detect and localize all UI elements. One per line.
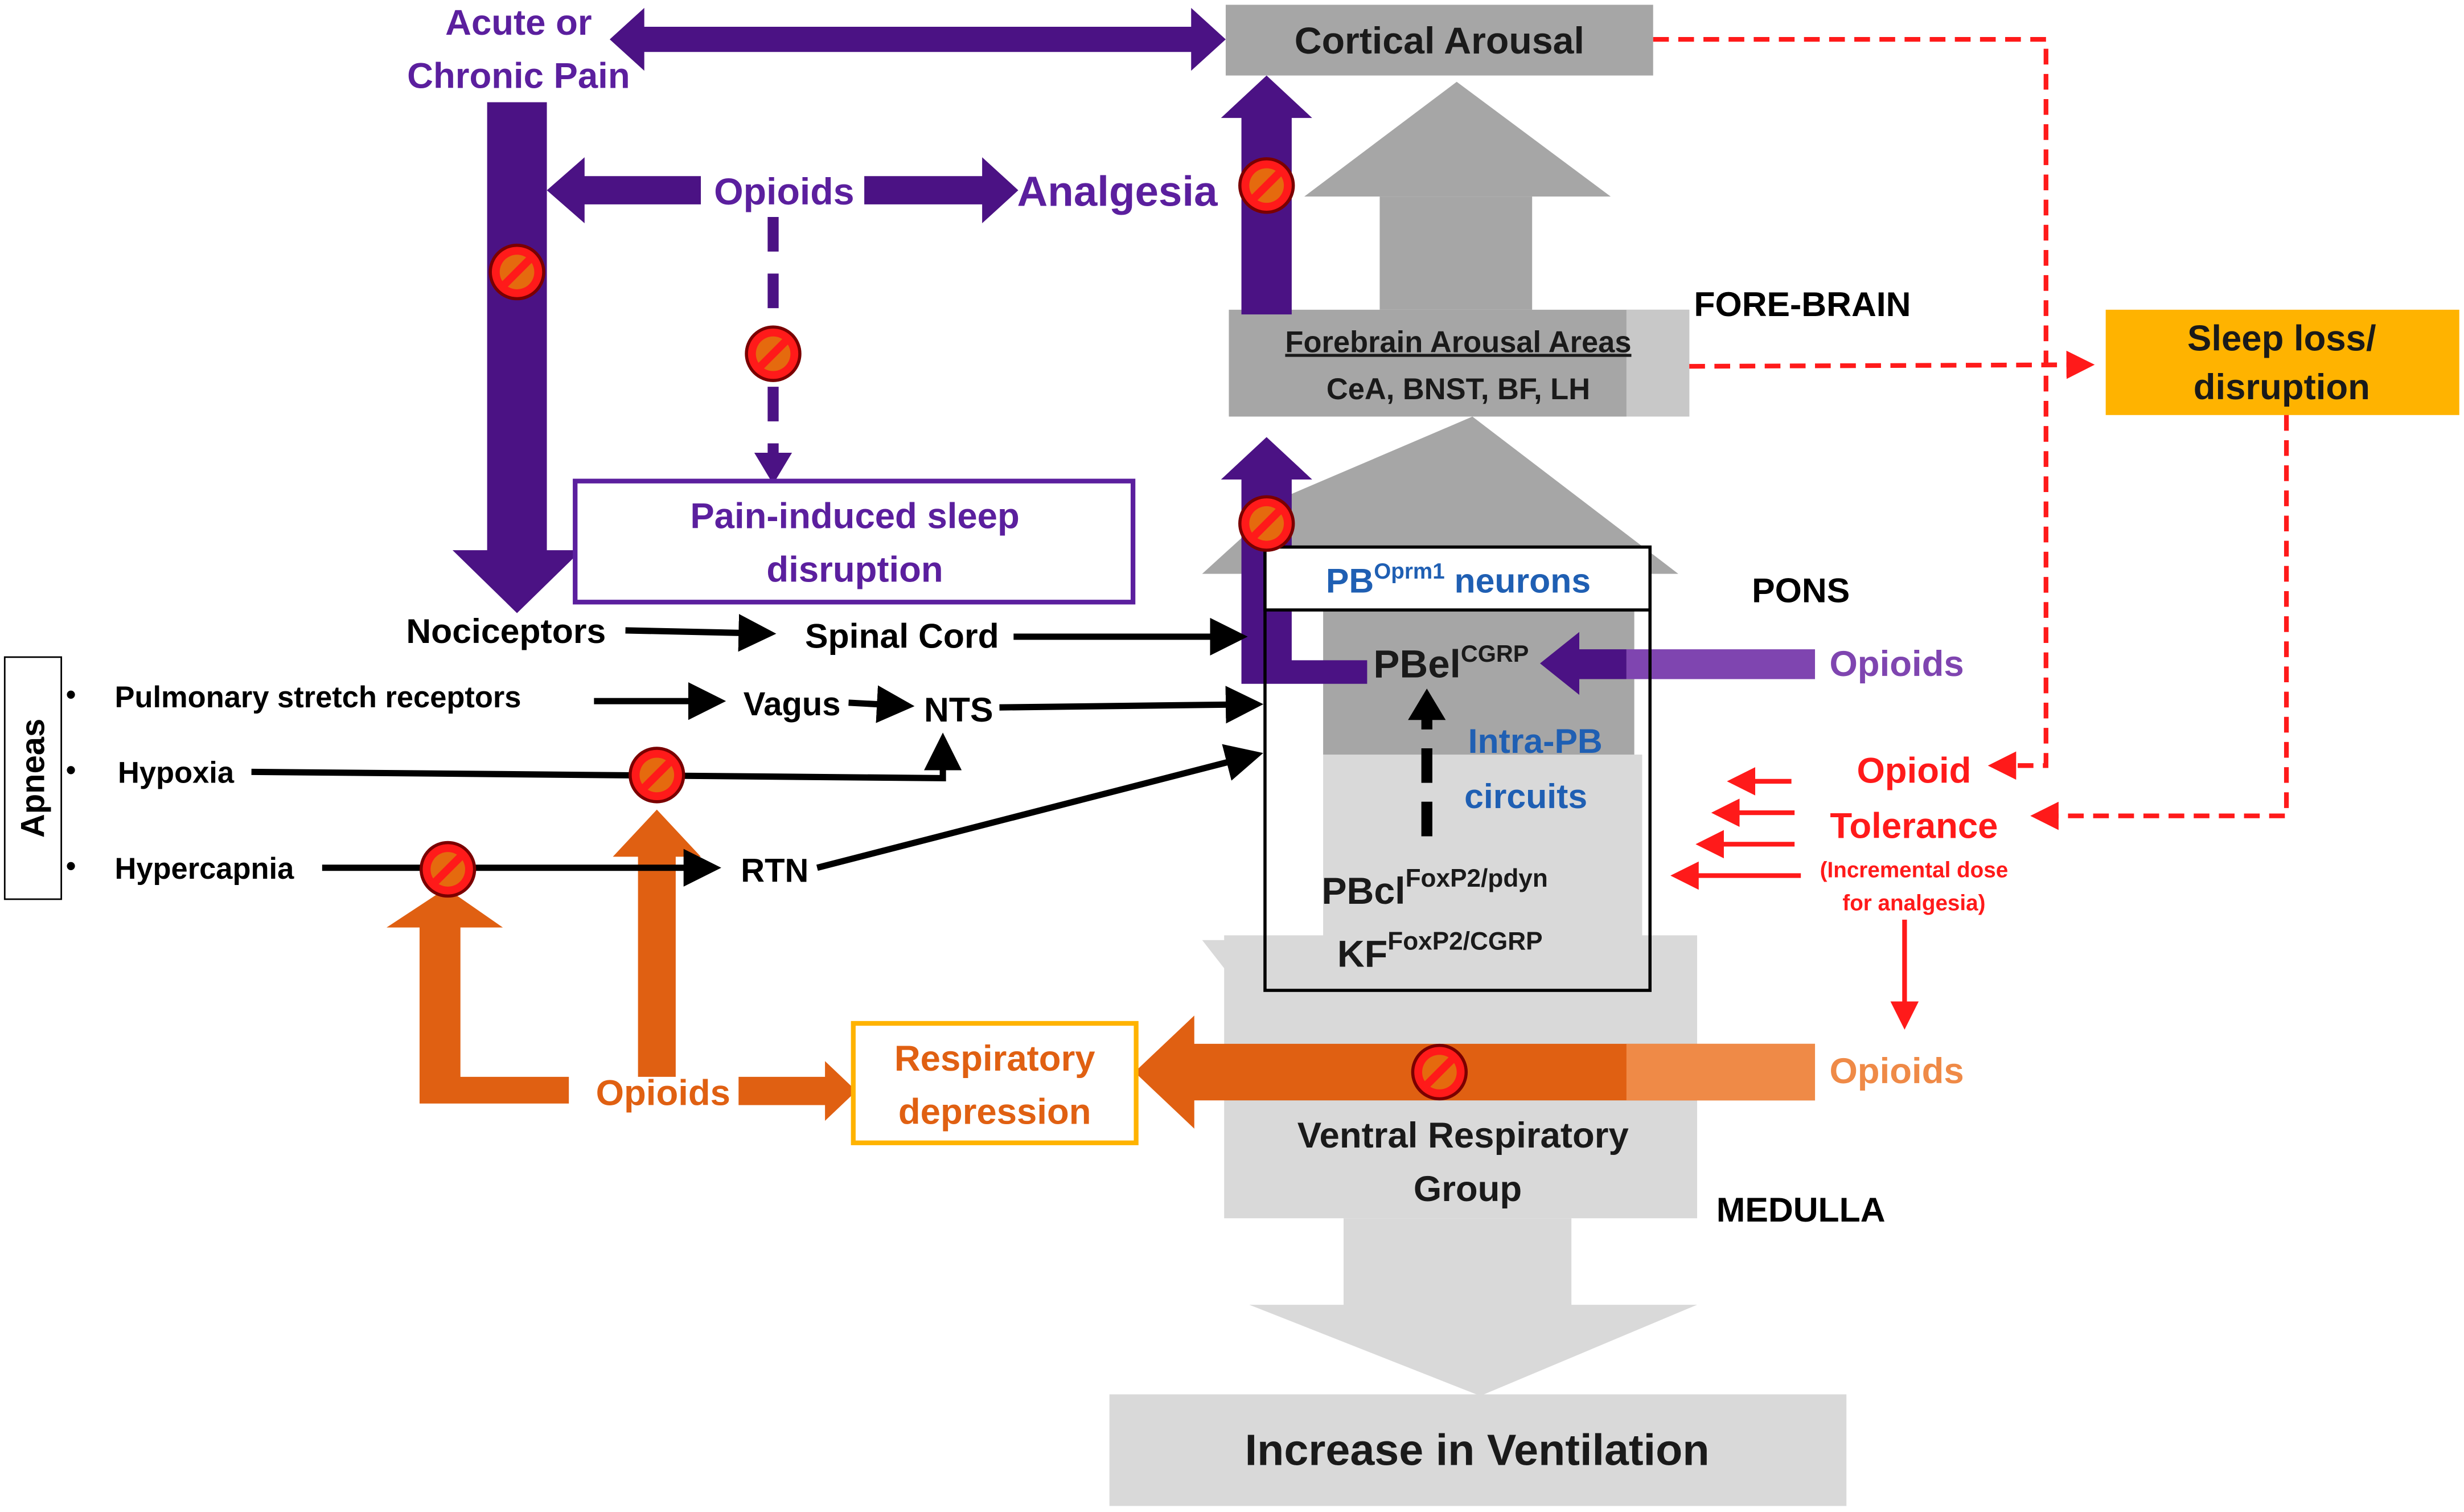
forebrain-region-label: FORE-BRAIN <box>1694 285 1911 323</box>
intra-pb-line2: circuits <box>1464 777 1587 816</box>
apneas-label: Apneas <box>15 719 51 838</box>
pons-label: PONS <box>1752 571 1850 609</box>
pain-label-line2: Chronic Pain <box>407 56 630 96</box>
forebrain-sub: CeA, BNST, BF, LH <box>1327 373 1590 406</box>
tolerance-line1: Opioid <box>1857 751 1971 791</box>
pain-sleep-line2: disruption <box>766 550 943 589</box>
sleep-loss-line2: disruption <box>2194 367 2370 407</box>
intra-pb-arrowhead <box>1408 689 1446 720</box>
hypoxia-nts-line <box>251 732 962 781</box>
gray-down-arrow <box>1249 1218 1698 1396</box>
kf-label: KFFoxP2/CGRP <box>1337 927 1543 975</box>
sleep-loss-box <box>2105 309 2459 415</box>
sleep-loss-line1: Sleep loss/ <box>2187 319 2376 359</box>
bullet-2: • <box>66 754 76 786</box>
apneas-box <box>3 656 63 900</box>
rtn-pb-arrow <box>816 744 1263 871</box>
forebrain-box-bg <box>1229 309 1690 417</box>
noci-spinal-arrow <box>625 614 777 652</box>
opioids-pons-label: Opioids <box>1829 644 1964 684</box>
vagus-nts-arrow <box>848 685 915 723</box>
forebrain-sleep-dashed <box>1689 350 2095 379</box>
opioids-left-arrow <box>547 157 701 224</box>
opioids-pbel-arrow-light <box>1626 649 1816 679</box>
vrg-line2: Group <box>1414 1169 1522 1209</box>
pain-label-line1: Acute or <box>445 3 592 43</box>
pbel-label: PBelCGRP <box>1373 641 1529 686</box>
spinal-cord-label: Spinal Cord <box>805 616 999 655</box>
ventilation-box <box>1109 1394 1847 1506</box>
tolerance-line4: for analgesia) <box>1842 891 1985 915</box>
opioids-medulla-label: Opioids <box>1829 1051 1964 1091</box>
opioids-up-branch <box>613 809 701 1077</box>
gray-pathway <box>1109 5 1847 1506</box>
nts-label: NTS <box>924 690 993 729</box>
tolerance-line3: (Incremental dose <box>1820 858 2009 882</box>
resp-dep-line2: depression <box>898 1092 1091 1132</box>
pain-sleep-box <box>573 478 1136 605</box>
analgesia-label: Analgesia <box>1017 168 1218 215</box>
pons-gray-arrowhead <box>1202 416 1678 574</box>
inhibition-icon <box>1240 497 1293 550</box>
inhibition-icon <box>1412 1046 1466 1099</box>
orange-arrows <box>387 809 1816 1129</box>
forebrain-up-head <box>1304 81 1611 197</box>
ventilation-label: Increase in Ventilation <box>1245 1426 1710 1475</box>
inhibition-icon <box>746 327 800 380</box>
resp-dep-light-segment <box>1626 1043 1816 1101</box>
bullet-3: • <box>66 850 76 882</box>
forebrain-title: Forebrain Arousal Areas <box>1285 326 1631 359</box>
vagus-label: Vagus <box>744 686 841 723</box>
pain-cortical-double-arrow <box>609 7 1226 71</box>
pulmonary-label: Pulmonary stretch receptors <box>114 681 521 714</box>
vrg-line1: Ventral Respiratory <box>1297 1116 1629 1155</box>
dashed-arrowhead <box>754 453 792 485</box>
nociceptors-label: Nociceptors <box>406 612 606 650</box>
opioids-left-branch <box>387 888 569 1104</box>
pb-neurons-label: PBOprm1 neurons <box>1326 559 1591 600</box>
cortical-arousal-label: Cortical Arousal <box>1295 20 1584 62</box>
opioids-right-branch <box>738 1061 857 1121</box>
opioids-pbel-arrow <box>1540 632 1627 695</box>
pb-neurons-header <box>1263 545 1652 612</box>
opioids-resp-label: Opioids <box>596 1073 730 1113</box>
tolerance-line2: Tolerance <box>1830 806 1998 846</box>
opioids-top-label: Opioids <box>714 171 855 213</box>
resp-dep-box <box>851 1021 1139 1145</box>
hypercapnia-label: Hypercapnia <box>114 853 294 886</box>
cortical-arousal-box <box>1225 5 1653 76</box>
pain-nociceptor-arrow <box>452 102 582 613</box>
pons-gray-lower <box>1323 755 1642 944</box>
inhibition-icon <box>490 245 544 299</box>
inhibition-icon <box>421 843 475 896</box>
medulla-label: MEDULLA <box>1716 1190 1886 1229</box>
medulla-gray-top <box>1202 940 1674 991</box>
bullet-1: • <box>66 679 76 711</box>
pain-sleep-line1: Pain-induced sleep <box>690 497 1019 536</box>
pons-gray-up <box>1323 610 1635 755</box>
pbcl-label: PBclFoxP2/pdyn <box>1321 864 1548 912</box>
rtn-label: RTN <box>741 853 808 890</box>
cortical-tolerance-dashed <box>1653 36 2048 780</box>
inhibition-icon <box>630 748 684 802</box>
sleep-tolerance-dashed <box>2030 415 2289 830</box>
resp-dep-line1: Respiratory <box>894 1039 1095 1079</box>
black-arrows <box>251 614 1446 887</box>
hypoxia-label: Hypoxia <box>118 757 235 790</box>
red-arrows <box>1653 36 2289 1030</box>
inhibition-icon <box>1240 159 1293 212</box>
nts-pb-arrow <box>999 686 1264 724</box>
opioids-analgesia-arrow <box>864 157 1019 224</box>
intra-pb-line1: Intra-PB <box>1468 722 1603 760</box>
forebrain-box-light <box>1626 309 1690 417</box>
forebrain-up-shaft <box>1379 196 1533 310</box>
